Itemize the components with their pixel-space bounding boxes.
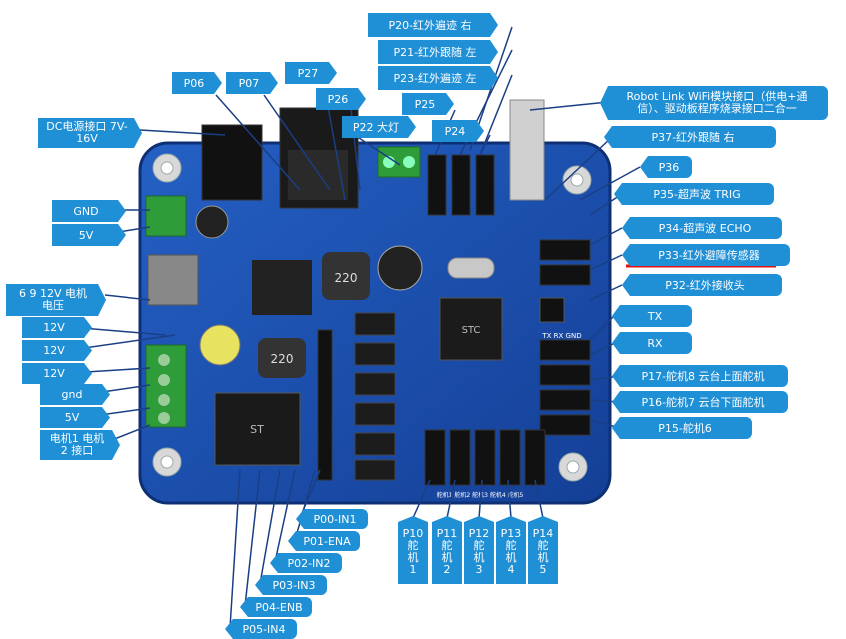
label-gnd-low: gnd — [40, 384, 110, 405]
label-p13-code: P13 — [500, 527, 522, 540]
crystal — [447, 257, 495, 279]
label-p16: P16-舵机7 云台下面舵机 — [612, 391, 788, 413]
label-p12-num: 3 — [475, 563, 483, 576]
label-p10-code: P10 — [402, 527, 424, 540]
label-p21: P21-红外跟随 左 — [378, 40, 498, 64]
label-p10-t1: 舵 — [407, 539, 419, 552]
label-p36: P36 — [640, 156, 692, 178]
label-p13-t1: 舵 — [505, 539, 517, 552]
label-p23: P23-红外遍迹 左 — [378, 66, 498, 90]
label-dc-power: DC电源接口 7V-16V — [38, 118, 142, 148]
label-robot-link: Robot Link WiFi模块接口（供电+通信）、驱动板程序烧录接口二合一 — [600, 86, 828, 120]
label-p00: P00-IN1 — [296, 509, 368, 529]
label-p11-code: P11 — [436, 527, 458, 540]
ir-receiver — [539, 297, 565, 323]
label-p10-num: 1 — [409, 563, 417, 576]
label-p22: P22 大灯 — [342, 116, 416, 138]
mounting-holes — [152, 153, 592, 482]
label-p14-t2: 机 — [537, 551, 549, 564]
label-motor-voltage: 6 9 12V 电机电压 — [6, 284, 106, 316]
label-p25: P25 — [402, 93, 454, 115]
label-p11-t1: 舵 — [441, 539, 453, 552]
label-p13-t2: 机 — [505, 551, 517, 564]
label-p07: P07 — [226, 72, 278, 94]
label-p14-num: 5 — [539, 563, 547, 576]
label-p01: P01-ENA — [288, 531, 360, 551]
label-p10-t2: 机 — [407, 551, 419, 564]
label-p13-num: 4 — [507, 563, 515, 576]
label-p02: P02-IN2 — [270, 553, 342, 573]
label-p11-t2: 机 — [441, 551, 453, 564]
label-p32: P32-红外接收头 — [622, 274, 782, 296]
inductor-marking: 220 — [335, 271, 358, 285]
inductor — [258, 338, 306, 378]
label-p12-t1: 舵 — [473, 539, 485, 552]
leader-lines — [69, 26, 641, 629]
dc-jack — [201, 124, 263, 201]
regulator — [252, 260, 312, 315]
optocoupler-stack — [354, 312, 396, 481]
label-5v-low: 5V — [40, 407, 110, 428]
label-p37: P37-红外跟随 右 — [604, 126, 776, 148]
label-5v-top: 5V — [52, 224, 126, 246]
label-p04: P04-ENB — [240, 597, 312, 617]
capacitor — [377, 245, 423, 291]
label-tx: TX — [612, 305, 692, 327]
label-12v-a: 12V — [22, 317, 92, 338]
label-p20: P20-红外遍迹 右 — [368, 13, 498, 37]
label-motor-port: 电机1 电机2 接口 — [40, 430, 120, 460]
label-p17: P17-舵机8 云台上面舵机 — [612, 365, 788, 387]
label-p06: P06 — [172, 72, 222, 94]
label-p03: P03-IN3 — [255, 575, 327, 595]
label-p27: P27 — [285, 62, 337, 84]
mcu-chip — [439, 297, 503, 361]
driver-marking: ST — [250, 423, 264, 436]
label-p05: P05-IN4 — [225, 619, 297, 639]
robot-link-usb — [509, 99, 545, 201]
label-p14-code: P14 — [532, 527, 554, 540]
capacitor — [195, 205, 229, 239]
regulator — [147, 254, 199, 306]
label-p15: P15-舵机6 — [612, 417, 752, 439]
label-gnd-top: GND — [52, 200, 126, 222]
label-rx: RX — [612, 332, 692, 354]
label-p11-num: 2 — [443, 563, 451, 576]
inductor-marking: 220 — [271, 352, 294, 366]
mcu-marking: STC — [462, 325, 481, 336]
terminal-gnd-5v — [145, 195, 187, 237]
label-p12-t2: 机 — [473, 551, 485, 564]
capacitor — [199, 324, 241, 366]
label-p35: P35-超声波 TRIG — [614, 183, 774, 205]
label-p33: P33-红外避障传感器 — [622, 244, 790, 266]
label-p26: P26 — [316, 88, 366, 110]
txrx-silk: TX RX GND — [541, 332, 581, 340]
label-p24: P24 — [432, 120, 484, 142]
label-p14-t1: 舵 — [537, 539, 549, 552]
label-12v-b: 12V — [22, 340, 92, 361]
label-p34: P34-超声波 ECHO — [622, 217, 782, 239]
motor-driver-chip — [214, 392, 301, 466]
inductor — [322, 252, 370, 300]
label-p12-code: P12 — [468, 527, 490, 540]
label-12v-c: 12V — [22, 363, 92, 384]
header-pins — [317, 154, 591, 486]
